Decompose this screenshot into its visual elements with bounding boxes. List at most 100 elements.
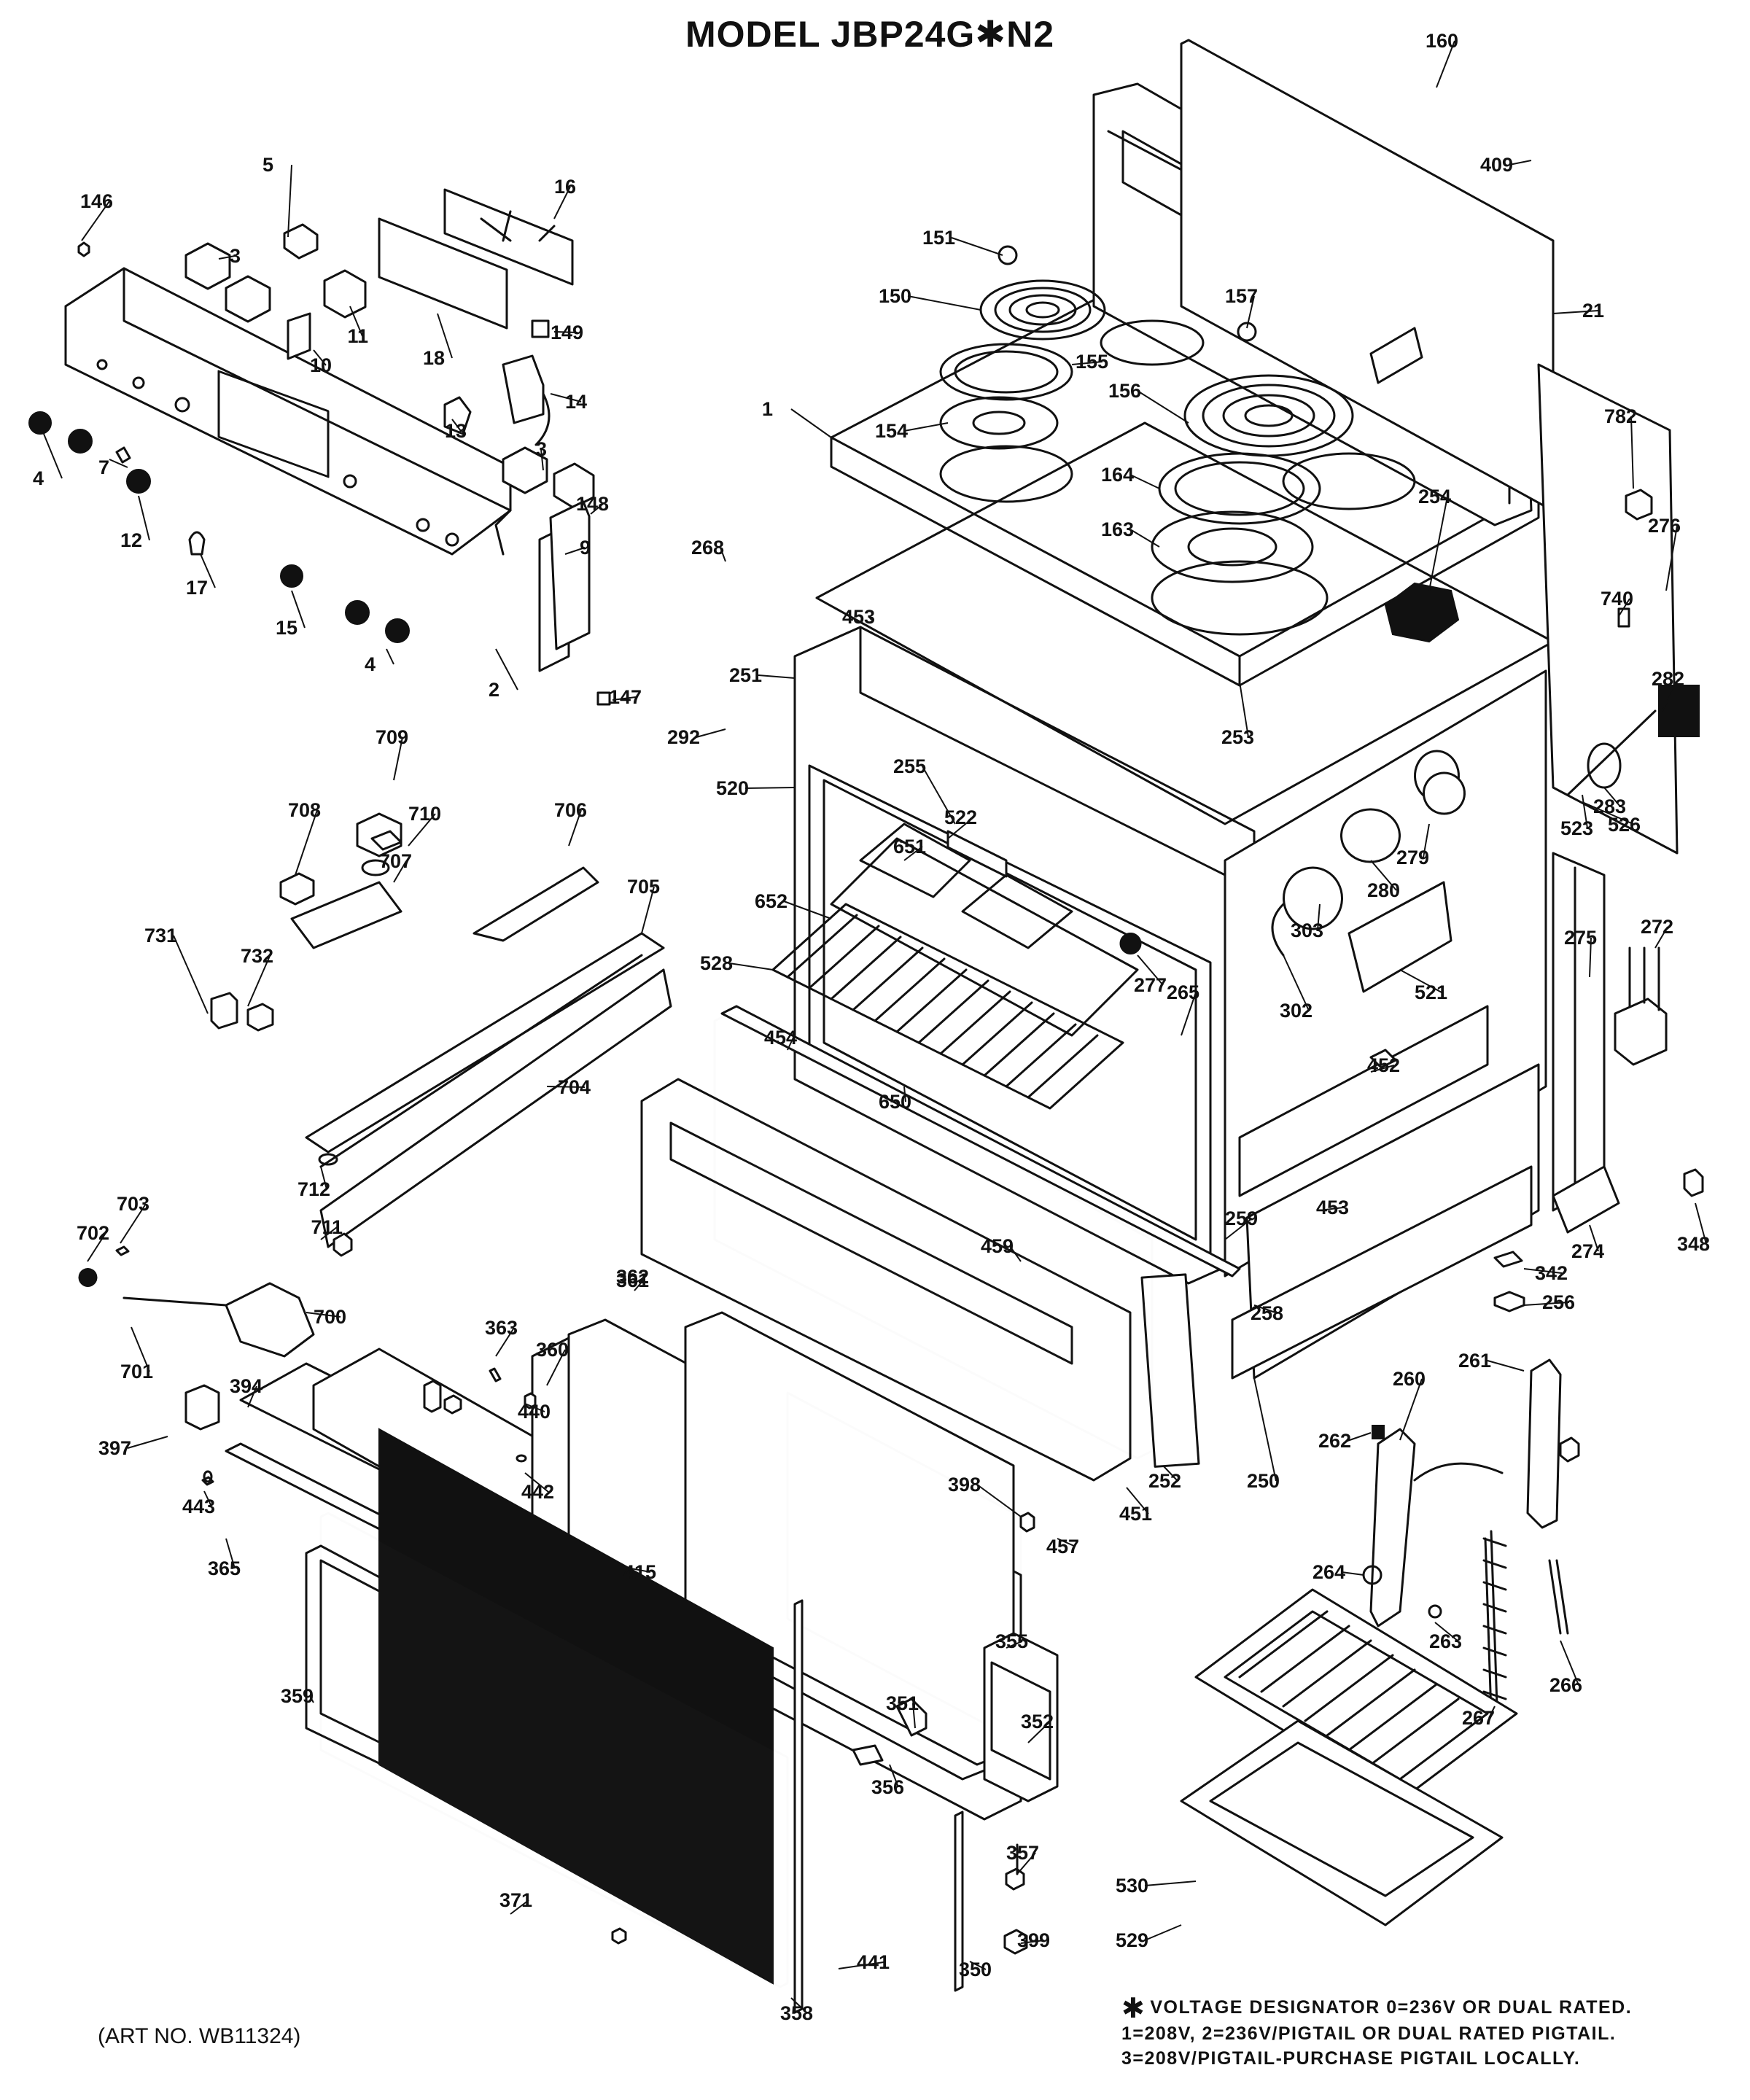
part-label-280: 280 xyxy=(1367,879,1400,901)
leader-line xyxy=(546,1349,566,1386)
part-label-13: 13 xyxy=(445,420,467,442)
leader-line xyxy=(868,616,872,621)
part-label-704: 704 xyxy=(558,1076,591,1098)
leader-line xyxy=(546,1086,586,1088)
leader-line xyxy=(758,674,796,679)
leader-line xyxy=(787,1037,794,1051)
part-label-358: 358 xyxy=(780,2002,813,2024)
leader-line xyxy=(626,1567,651,1573)
leader-line xyxy=(524,1472,549,1493)
leader-line xyxy=(1162,1465,1178,1482)
part-label-256: 256 xyxy=(1542,1291,1575,1313)
model-title: MODEL JBP24G✱N2 xyxy=(685,14,1055,55)
part-label-251: 251 xyxy=(729,664,762,686)
leader-line xyxy=(1317,903,1321,931)
part-label-18: 18 xyxy=(423,347,445,369)
leader-line xyxy=(81,201,110,241)
part-label-156: 156 xyxy=(1108,380,1141,402)
leader-line xyxy=(969,1961,987,1970)
part-label-650: 650 xyxy=(879,1091,911,1113)
leader-line xyxy=(1582,801,1636,825)
leader-line xyxy=(203,1490,212,1507)
part-label-260: 260 xyxy=(1393,1368,1426,1390)
leader-line xyxy=(1020,1940,1045,1944)
leader-line xyxy=(218,255,236,260)
part-label-282: 282 xyxy=(1652,668,1684,690)
part-label-163: 163 xyxy=(1101,518,1134,540)
leader-line xyxy=(1071,361,1103,365)
part-label-399: 399 xyxy=(1017,1929,1050,1951)
part-label-355: 355 xyxy=(995,1630,1028,1652)
leader-line xyxy=(306,1312,341,1318)
part-label-453: 453 xyxy=(842,606,875,628)
leader-line xyxy=(783,901,832,919)
leader-line xyxy=(1582,794,1588,829)
part-label-14: 14 xyxy=(565,391,587,413)
leader-line xyxy=(495,1327,515,1357)
leader-line xyxy=(1253,1304,1278,1314)
part-label-652: 652 xyxy=(755,890,788,912)
leader-line xyxy=(1319,1207,1344,1211)
leader-line xyxy=(1487,1360,1525,1372)
leader-line xyxy=(295,809,318,876)
part-label-457: 457 xyxy=(1046,1536,1079,1558)
part-label-451: 451 xyxy=(1119,1503,1152,1525)
part-label-440: 440 xyxy=(518,1401,551,1423)
leader-line xyxy=(1630,416,1634,489)
leader-line xyxy=(393,736,403,781)
burner-left xyxy=(939,279,1106,503)
leader-line xyxy=(1589,937,1592,978)
part-label-357: 357 xyxy=(1006,1842,1039,1864)
part-label-731: 731 xyxy=(144,925,177,946)
part-label-292: 292 xyxy=(667,726,700,748)
part-label-302: 302 xyxy=(1280,1000,1312,1022)
voltage-note-line-3: 3=208V/PIGTAIL-PURCHASE PIGTAIL LOCALLY. xyxy=(1121,2048,1581,2069)
part-label-706: 706 xyxy=(554,799,587,821)
part-label-529: 529 xyxy=(1116,1929,1148,1951)
slide-rails xyxy=(78,812,672,1486)
part-label-253: 253 xyxy=(1221,726,1254,748)
leader-line xyxy=(889,1764,899,1788)
part-label-708: 708 xyxy=(288,799,321,821)
part-label-350: 350 xyxy=(959,1959,992,1980)
leader-line xyxy=(524,1403,545,1412)
leader-line xyxy=(1552,310,1599,314)
leader-line xyxy=(540,448,544,471)
leader-line xyxy=(1009,1245,1022,1262)
leader-line xyxy=(696,728,726,738)
leader-line xyxy=(951,237,1003,256)
part-label-150: 150 xyxy=(879,285,911,307)
voltage-designator-note: ✱VOLTAGE DESIGNATOR 0=236V OR DUAL RATED… xyxy=(1121,1995,1741,2071)
leader-line xyxy=(225,1538,236,1569)
part-label-522: 522 xyxy=(944,806,977,828)
art-number: (ART NO. WB11324) xyxy=(98,2024,301,2048)
leader-line xyxy=(907,295,981,311)
part-label-10: 10 xyxy=(310,354,332,376)
part-label-441: 441 xyxy=(857,1951,890,1973)
part-label-147: 147 xyxy=(609,686,642,708)
leader-line xyxy=(634,1280,644,1291)
part-label-360: 360 xyxy=(536,1339,569,1361)
part-label-164: 164 xyxy=(1101,464,1134,486)
leader-line xyxy=(1341,1571,1364,1576)
part-label-530: 530 xyxy=(1116,1875,1148,1897)
part-label-452: 452 xyxy=(1367,1054,1400,1076)
leader-line xyxy=(1246,295,1255,329)
part-label-262: 262 xyxy=(1318,1430,1351,1452)
part-label-361: 361 xyxy=(616,1269,649,1291)
leader-line xyxy=(291,590,306,629)
part-label-409: 409 xyxy=(1480,154,1513,176)
leader-line xyxy=(1144,1924,1182,1941)
leader-line xyxy=(1057,1538,1076,1547)
leader-line xyxy=(976,1484,1022,1517)
leader-line xyxy=(349,306,363,337)
leader-line xyxy=(1253,1377,1277,1482)
leader-line xyxy=(109,459,128,468)
leader-line xyxy=(550,393,582,402)
hinge-assembly xyxy=(1180,1358,1569,1926)
part-label-521: 521 xyxy=(1415,981,1447,1003)
leader-line xyxy=(1027,1721,1051,1743)
leader-line xyxy=(1560,1640,1579,1686)
leader-line xyxy=(127,1436,168,1449)
part-label-259: 259 xyxy=(1225,1208,1258,1229)
